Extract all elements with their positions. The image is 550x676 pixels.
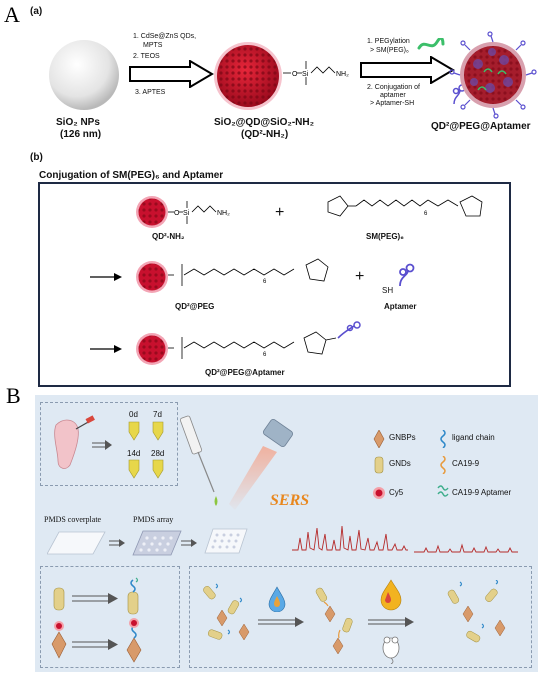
bound-complex <box>315 587 353 655</box>
legend-gnbps: GNBPs <box>389 433 416 442</box>
sample-drop-icon <box>268 586 286 612</box>
laser-source-icon <box>229 418 294 510</box>
pipette-icon <box>179 415 218 506</box>
sample-collection-box <box>40 402 178 486</box>
o-atom: O <box>292 71 298 78</box>
row3-left-label: QD²@PEG@Aptamer <box>205 368 285 377</box>
legend-ca199-icon <box>440 456 446 474</box>
probe-mixture <box>203 583 250 641</box>
gnd-probe-assembly <box>53 577 139 615</box>
step2-line2: 2. Conjugation of <box>367 84 420 91</box>
row2-plus: + <box>355 268 365 285</box>
flow-arrow <box>109 539 125 547</box>
step1-line2: 2. TEOS <box>133 53 160 60</box>
row3-particle <box>136 333 168 365</box>
step2-line1b: > SM(PEG)₆ <box>370 47 409 54</box>
conjugation-title: Conjugation of SM(PEG)₆ and Aptamer <box>39 170 224 181</box>
row3-arrow <box>90 345 122 353</box>
row2-particle <box>136 261 168 293</box>
aptamer-particle <box>449 31 537 119</box>
row2-right-label: Aptamer <box>384 302 417 311</box>
row1-particle <box>136 196 168 228</box>
dissociated-probes <box>447 580 506 643</box>
panel-a-letter: A <box>4 2 20 27</box>
flow-arrow <box>181 539 197 547</box>
subpanel-b-label: (b) <box>30 152 43 163</box>
pmds-coverplate <box>47 531 106 555</box>
amine-linker: O Si NH₂ <box>283 61 349 85</box>
pmds-coverplate-label: PMDS coverplate <box>44 515 102 524</box>
final-label: QD²@PEG@Aptamer <box>431 121 531 132</box>
amine-group: NH₂ <box>336 71 349 78</box>
row2-left-label: QD²@PEG <box>175 302 215 311</box>
peg-repeat-n: 6 <box>263 279 267 285</box>
time-28d: 28d <box>151 449 165 458</box>
step2-line1: 1. PEGylation <box>367 38 410 45</box>
conjugation-box <box>38 182 511 387</box>
mouse-icon <box>54 415 95 469</box>
peg-repeat-n: 6 <box>263 352 267 358</box>
drop-tube-icon <box>380 579 402 611</box>
row1-plus: + <box>275 204 285 221</box>
thiol-group: SH <box>382 286 394 295</box>
legend-ca199: CA19-9 <box>452 459 480 468</box>
qd-nanoparticle <box>214 42 282 110</box>
sample-tubes <box>128 421 164 479</box>
legend-gnbps-icon <box>373 430 385 448</box>
silica-size: (126 nm) <box>60 129 102 140</box>
peg-repeat-n: 6 <box>424 211 428 217</box>
silica-label: SiO₂ NPs <box>56 117 100 128</box>
step1-line1: 1. CdSe@ZnS QDs, <box>133 33 197 40</box>
gnbp-probe-assembly <box>51 618 142 663</box>
legend-aptamer: CA19-9 Aptamer <box>452 488 512 497</box>
time-7d: 7d <box>153 410 162 419</box>
flow-arrow <box>368 617 414 627</box>
pmds-chip <box>204 528 248 554</box>
sers-spectrum-low <box>414 543 518 553</box>
subpanel-a-label: (a) <box>30 6 43 17</box>
legend-cy5: Cy5 <box>389 488 404 497</box>
row1-left-label: QD²-NH₂ <box>152 232 185 241</box>
row3-structure: 6 <box>168 321 361 359</box>
si-atom: Si <box>302 71 309 78</box>
legend-ligand-icon <box>440 430 446 448</box>
row2-arrow <box>90 273 122 281</box>
time-0d: 0d <box>129 410 138 419</box>
sers-spectrum-high <box>292 525 408 551</box>
row1-right-label: SM(PEG)₆ <box>366 232 404 241</box>
step1-line3: 3. APTES <box>135 89 166 96</box>
row2-aptamer-icon <box>399 263 415 287</box>
time-14d: 14d <box>127 449 141 458</box>
legend-aptamer-icon <box>437 485 449 497</box>
pmds-array-label: PMDS array <box>133 515 174 524</box>
pmds-array <box>132 530 182 556</box>
probe-assembly-box <box>40 566 180 668</box>
legend-cy5-icon <box>373 487 385 499</box>
legend-gnds-icon <box>374 456 384 474</box>
peg-icon <box>417 38 445 50</box>
silica-nanoparticle <box>49 40 119 110</box>
legend-gnds: GNDs <box>389 459 411 468</box>
step2-arrow <box>360 56 455 84</box>
step2-line2c: > Aptamer-SH <box>370 100 415 107</box>
row1-linker: O Si NH₂ <box>168 201 230 224</box>
sers-label: SERS <box>270 492 310 509</box>
flow-arrow <box>258 617 304 627</box>
o-atom: O <box>174 210 180 217</box>
flow-arrow <box>92 440 112 450</box>
panel-b-letter: B <box>6 383 21 408</box>
si-atom: Si <box>183 210 190 217</box>
amine-group: NH₂ <box>217 210 230 217</box>
row2-structure: 6 <box>168 258 329 286</box>
smpeg-structure: 6 <box>327 195 483 217</box>
step1-line1b: MPTS <box>143 42 163 49</box>
qd-label: SiO₂@QD@SiO₂-NH₂ <box>214 117 315 128</box>
qd-label-2: (QD²-NH₂) <box>241 129 289 140</box>
mouse-small-icon <box>382 636 400 664</box>
step1-arrow <box>129 60 214 88</box>
detection-process-box <box>189 566 532 668</box>
step2-line2b: aptamer <box>380 92 406 99</box>
legend-ligand: ligand chain <box>452 433 495 442</box>
